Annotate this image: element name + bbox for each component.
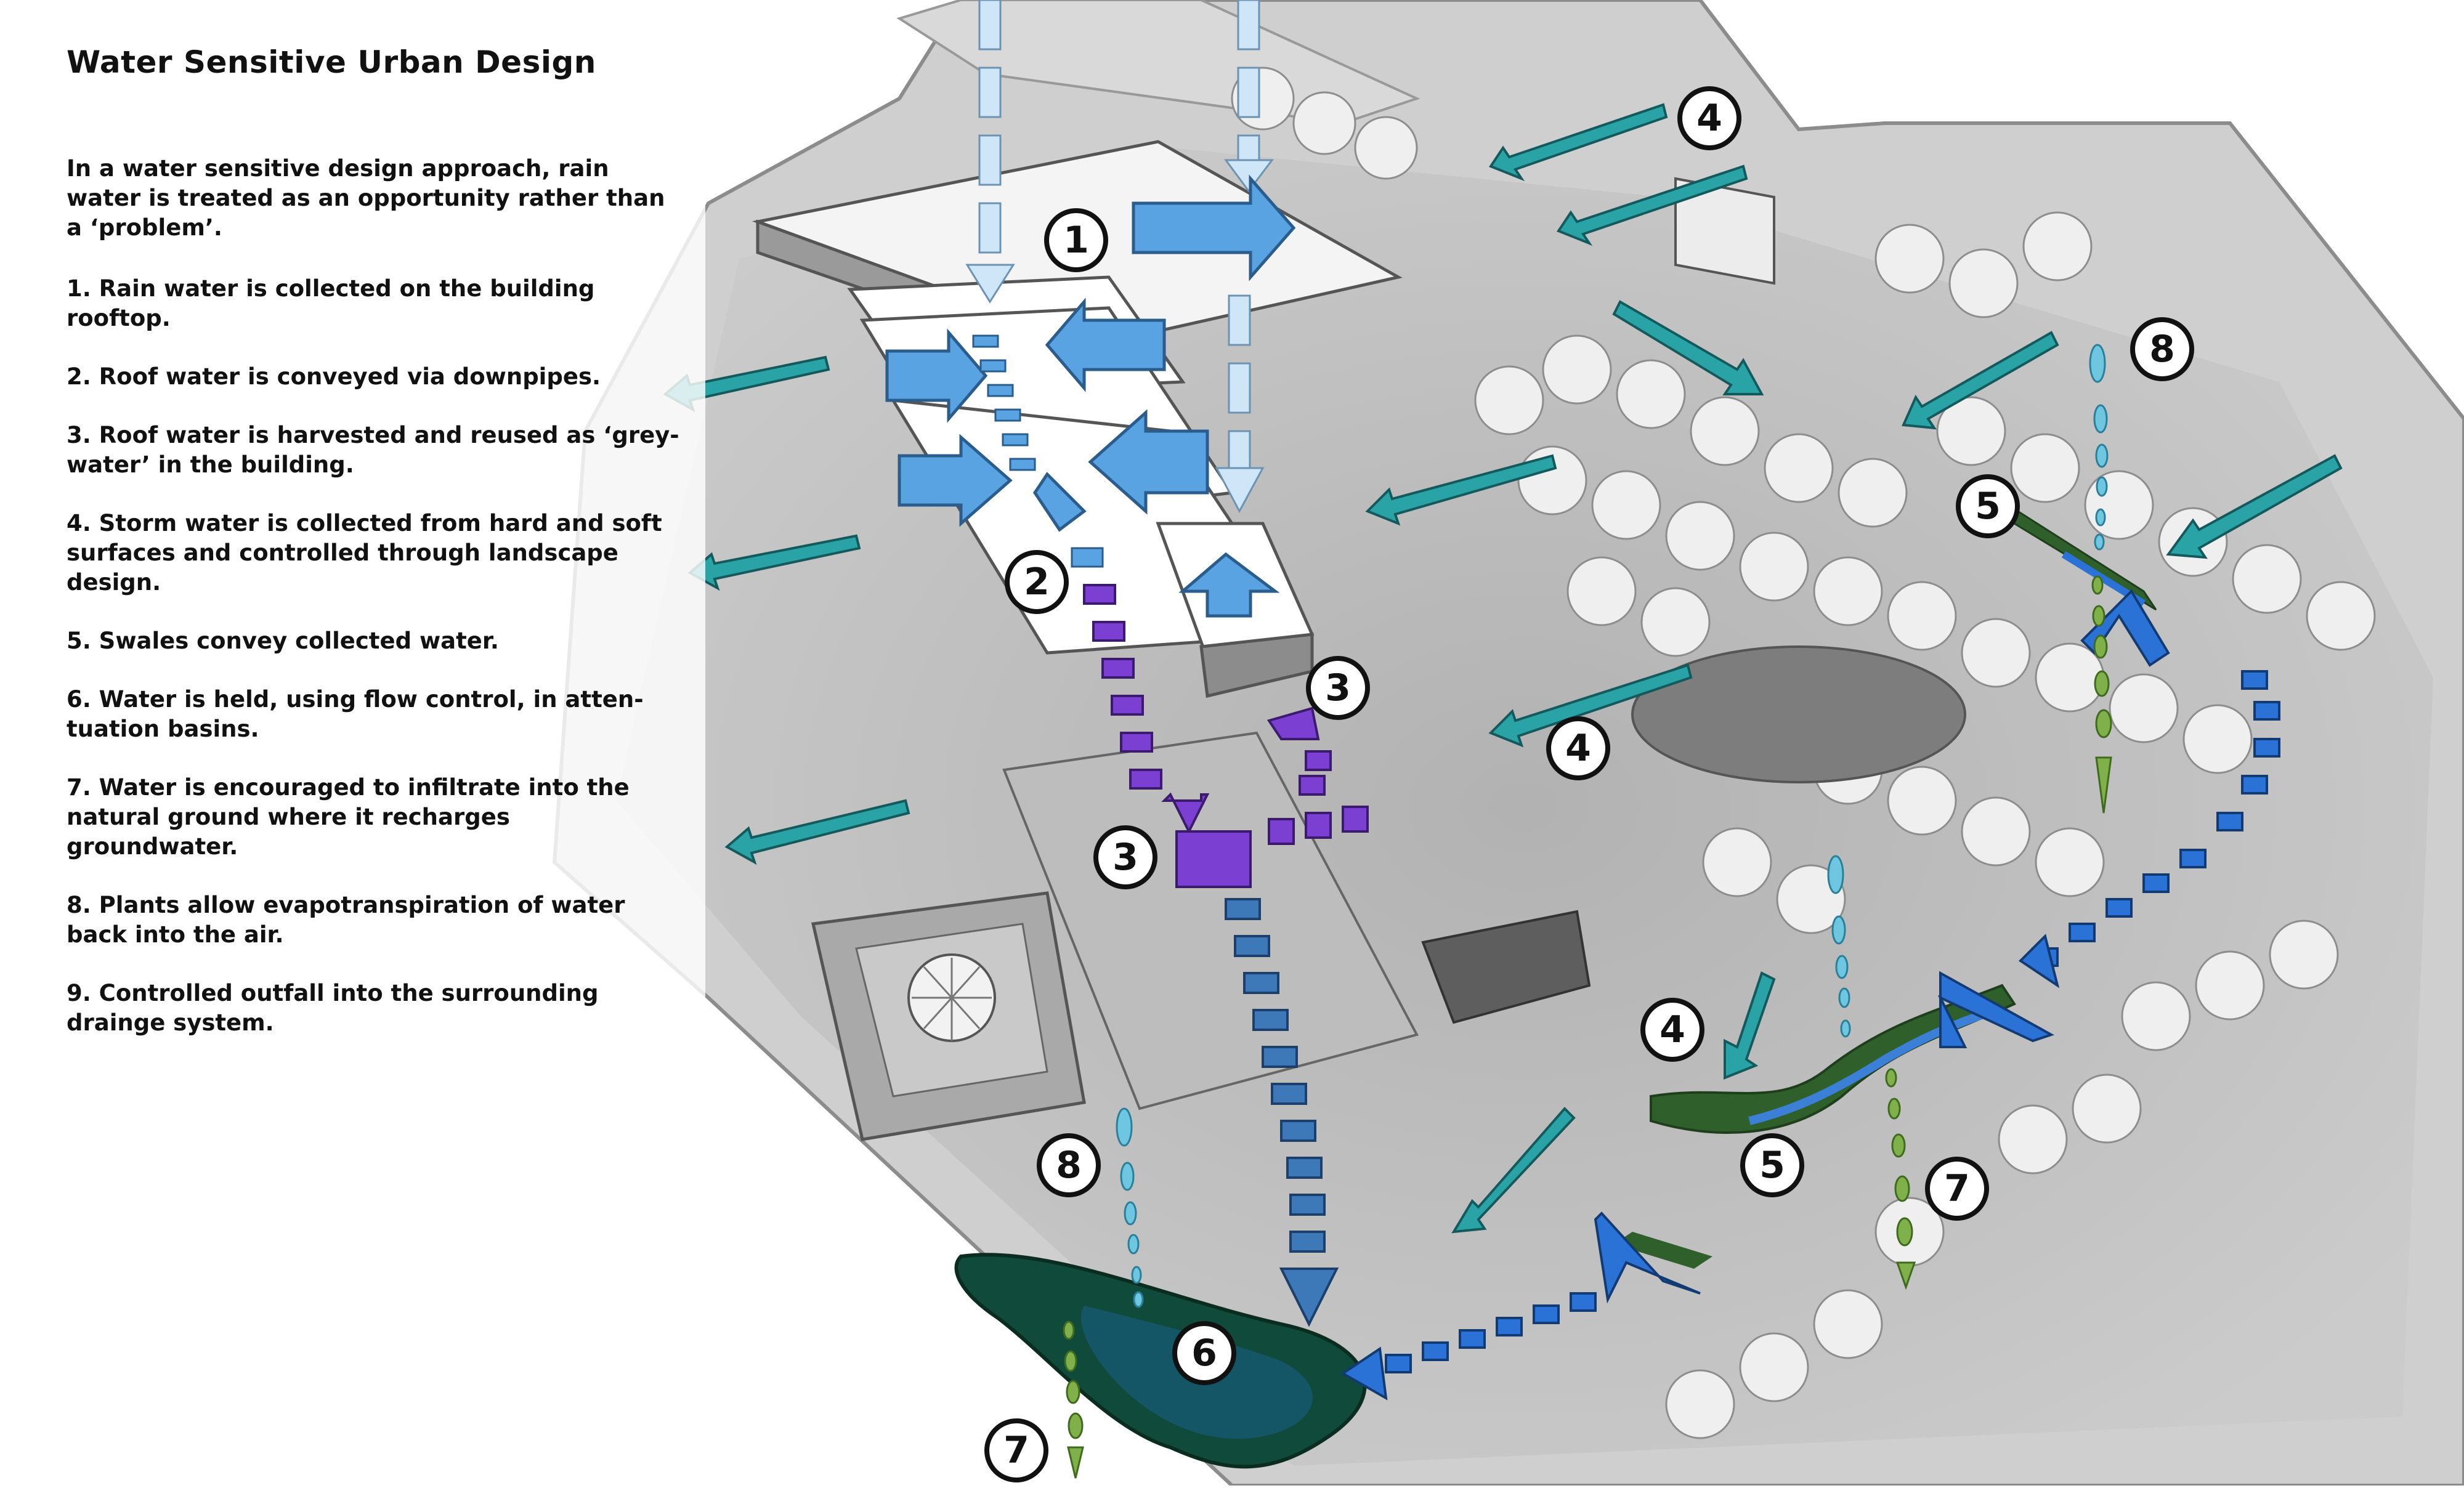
svg-text:8: 8 [2149, 328, 2175, 371]
step-item-1: 1. Rain water is collected on the buildi… [67, 275, 595, 331]
legend-panel: Water Sensitive Urban Design In a water … [0, 0, 705, 1041]
step-item-4: 4. Storm water is collected from hard an… [67, 510, 662, 596]
marker-7-b: 7 [984, 1418, 1048, 1482]
swale-lower-water [1748, 1006, 1998, 1125]
step-item-9: 9. Controlled outfall into the surroundi… [67, 980, 599, 1036]
marker-7-a: 7 [1925, 1157, 1989, 1221]
step-item-3: 3. Roof water is harvested and reused as… [67, 422, 679, 478]
marker-8-b: 8 [1037, 1133, 1101, 1197]
marker-4-b: 4 [1546, 716, 1610, 780]
greywater-flow [1083, 584, 1369, 888]
svg-text:4: 4 [1696, 97, 1722, 140]
svg-text:4: 4 [1660, 1008, 1685, 1051]
marker-5-a: 5 [1956, 474, 2020, 538]
marker-4-c: 4 [1640, 998, 1704, 1062]
playground [1631, 645, 1966, 783]
marker-3-b: 3 [1093, 825, 1157, 889]
step-item-8: 8. Plants allow evapotranspiration of wa… [67, 892, 625, 948]
intro-paragraph: In a water sensitive design approach, ra… [67, 155, 665, 241]
svg-text:3: 3 [1112, 836, 1138, 879]
svg-text:8: 8 [1056, 1144, 1082, 1187]
step-item-7: 7. Water is encouraged to infiltrate int… [67, 774, 630, 860]
page-title: Water Sensitive Urban Design [67, 44, 596, 80]
rain-arrows [965, 0, 1275, 514]
svg-text:5: 5 [1759, 1144, 1785, 1187]
shed-building [1421, 910, 1591, 1024]
annex-building [1674, 177, 1775, 285]
svg-text:7: 7 [1944, 1167, 1970, 1210]
step-item-5: 5. Swales convey collected water. [67, 628, 499, 654]
svg-text:6: 6 [1191, 1332, 1217, 1375]
infiltration-drops [1063, 575, 2112, 1479]
evapotranspiration-drops [1116, 344, 2109, 1308]
swale-flow [1340, 589, 2280, 1401]
marker-2: 2 [1005, 550, 1069, 614]
marker-1: 1 [1044, 208, 1108, 272]
swale-lower [1650, 984, 2016, 1134]
marker-8-a: 8 [2130, 317, 2194, 381]
svg-text:5: 5 [1975, 485, 2001, 528]
svg-text:1: 1 [1063, 219, 1089, 262]
step-item-2: 2. Roof water is conveyed via downpipes. [67, 363, 601, 390]
svg-text:3: 3 [1325, 666, 1351, 710]
downpipes [972, 334, 1104, 568]
roof-arrows [885, 174, 1296, 618]
swale-bottom [1614, 1232, 1712, 1269]
marker-5-b: 5 [1740, 1133, 1804, 1197]
courtyard [1002, 731, 1419, 1110]
svg-text:4: 4 [1565, 727, 1591, 770]
marker-4-a: 4 [1677, 86, 1741, 150]
storm-arrows [663, 103, 2343, 1234]
steps-list: 1. Rain water is collected on the buildi… [67, 274, 689, 1067]
marker-3-a: 3 [1306, 656, 1370, 720]
step-item-6: 6. Water is held, using flow control, in… [67, 686, 644, 742]
svg-text:7: 7 [1003, 1429, 1029, 1472]
marker-6: 6 [1172, 1321, 1236, 1385]
conveyance-flow [1225, 898, 1339, 1327]
svg-text:2: 2 [1024, 560, 1050, 604]
